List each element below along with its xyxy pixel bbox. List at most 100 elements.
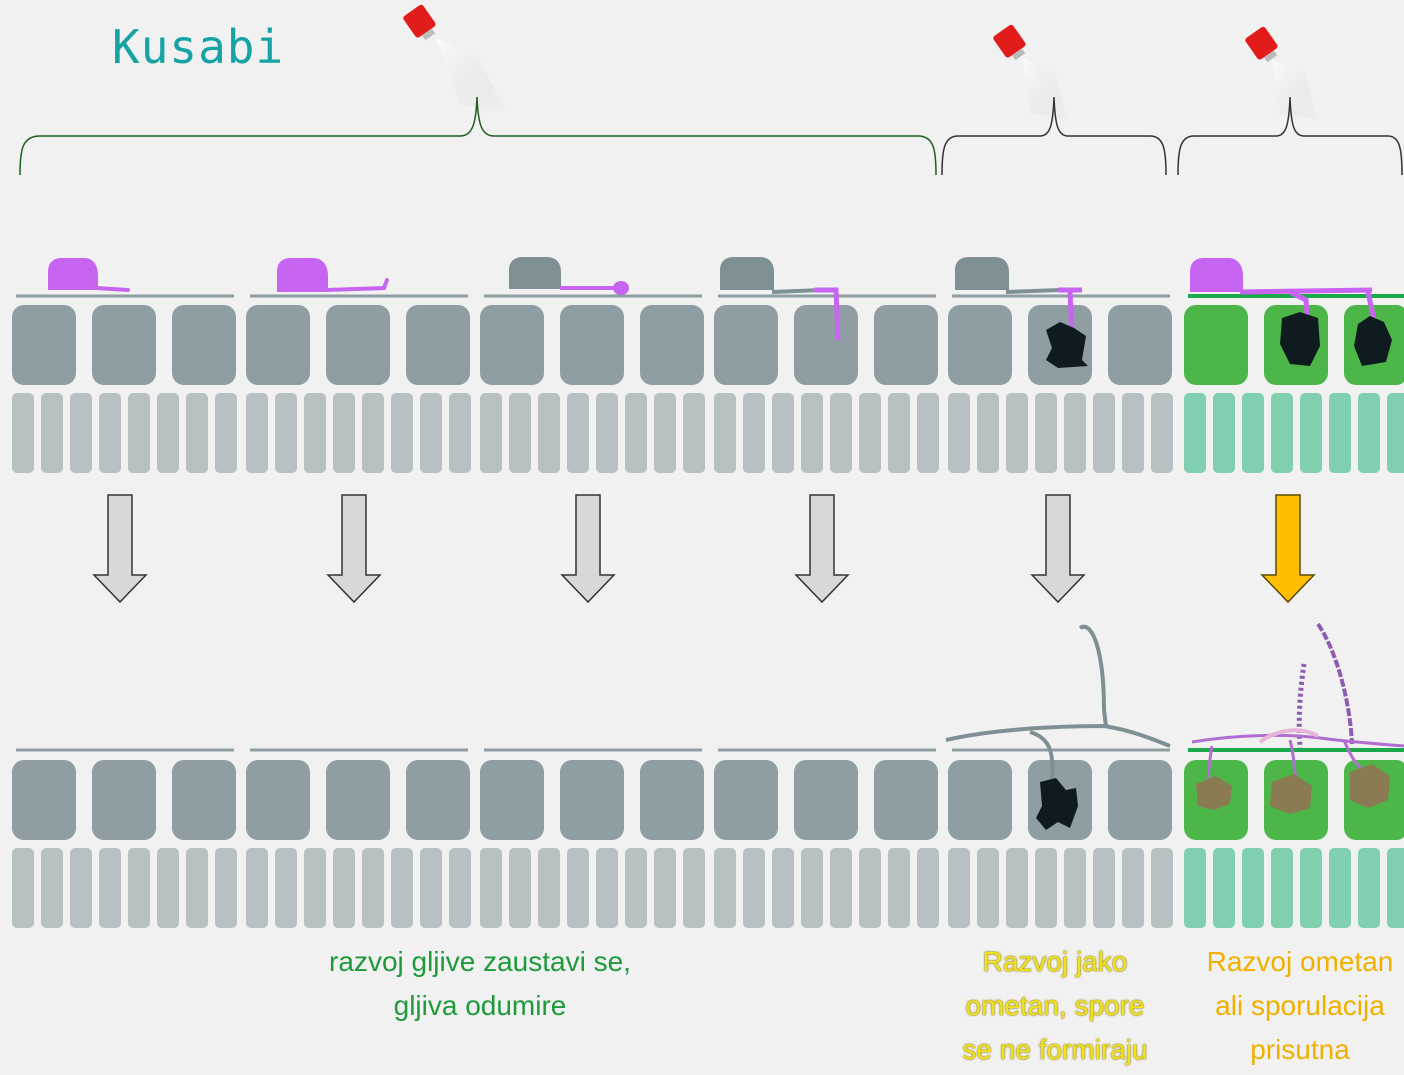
epidermal-cell	[12, 305, 76, 385]
mesophyll-cell	[917, 393, 939, 473]
mesophyll-cell	[917, 848, 939, 928]
mesophyll-cell	[1006, 393, 1028, 473]
epidermal-cell	[640, 305, 704, 385]
leaf-tissue-panel	[714, 294, 939, 473]
mesophyll-cell	[1358, 848, 1380, 928]
mesophyll-cell	[1184, 393, 1206, 473]
lesion	[1036, 778, 1078, 830]
mesophyll-cell	[1151, 848, 1173, 928]
down-arrow-icon	[326, 494, 382, 604]
lesion	[1354, 316, 1392, 366]
mesophyll-cell	[683, 393, 705, 473]
leaf-tissue-panel	[246, 748, 471, 928]
mesophyll-cell	[654, 393, 676, 473]
epidermal-cell	[560, 305, 624, 385]
mesophyll-cell	[1184, 848, 1206, 928]
mesophyll-cell	[1213, 393, 1235, 473]
mesophyll-cell	[391, 848, 413, 928]
mesophyll-cell	[948, 393, 970, 473]
epidermal-cell	[794, 760, 858, 840]
mesophyll-cell	[186, 393, 208, 473]
mesophyll-cell	[449, 393, 471, 473]
mesophyll-cell	[538, 393, 560, 473]
mesophyll-cell	[246, 393, 268, 473]
mesophyll-cell	[743, 848, 765, 928]
mesophyll-cell	[70, 393, 92, 473]
leaf-tissue-panel	[480, 748, 705, 928]
mesophyll-cell	[596, 393, 618, 473]
mesophyll-cell	[830, 393, 852, 473]
mesophyll-cell	[509, 848, 531, 928]
caption-line: ali sporulacija	[1215, 990, 1385, 1021]
caption-line: gljiva odumire	[393, 990, 567, 1021]
mesophyll-cell	[1035, 848, 1057, 928]
mesophyll-cell	[215, 393, 237, 473]
down-arrow-icon	[794, 494, 850, 604]
fungus-spore-germinating	[48, 258, 130, 292]
mesophyll-cell	[1300, 393, 1322, 473]
epidermal-cell	[246, 760, 310, 840]
group-brace-late-curative	[1177, 96, 1403, 176]
mesophyll-cell	[304, 848, 326, 928]
mesophyll-cell	[1387, 848, 1404, 928]
epidermal-cell	[640, 760, 704, 840]
mesophyll-cell	[333, 848, 355, 928]
mesophyll-cell	[1329, 848, 1351, 928]
fungus-spore-established	[1190, 258, 1392, 366]
epidermal-cell	[92, 760, 156, 840]
mesophyll-cell	[391, 393, 413, 473]
mesophyll-cell	[275, 393, 297, 473]
sporulating-mycelium	[1191, 622, 1404, 814]
epidermal-cell	[326, 305, 390, 385]
leaf-tissue-panel	[1184, 294, 1404, 473]
kusabi-logo: Kusabi	[112, 20, 285, 74]
mesophyll-cell	[1122, 393, 1144, 473]
epidermal-cell	[12, 760, 76, 840]
epidermal-cell	[1184, 305, 1248, 385]
epidermal-cell	[714, 760, 778, 840]
mesophyll-cell	[567, 393, 589, 473]
leaf-tissue-panel	[714, 748, 939, 928]
caption-sporulation-present: Razvoj ometan ali sporulacija prisutna	[1180, 940, 1404, 1072]
mesophyll-cell	[888, 848, 910, 928]
mesophyll-cell	[480, 393, 502, 473]
mesophyll-cell	[12, 393, 34, 473]
mesophyll-cell	[948, 848, 970, 928]
epidermal-cell	[1108, 305, 1172, 385]
epidermal-cell	[172, 305, 236, 385]
spray-bottle-icon	[993, 24, 1026, 61]
lesion	[1280, 312, 1320, 366]
mesophyll-cell	[275, 848, 297, 928]
mesophyll-cell	[1006, 848, 1028, 928]
mesophyll-cell	[625, 848, 647, 928]
mesophyll-cell	[683, 848, 705, 928]
caption-line: prisutna	[1250, 1034, 1350, 1065]
mesophyll-cell	[12, 848, 34, 928]
mesophyll-cell	[714, 393, 736, 473]
mesophyll-cell	[1035, 393, 1057, 473]
mesophyll-cell	[1242, 848, 1264, 928]
caption-no-spores: Razvoj jako ometan, spore se ne formiraj…	[930, 940, 1180, 1072]
mesophyll-cell	[99, 848, 121, 928]
mesophyll-cell	[654, 848, 676, 928]
spray-mist	[1022, 58, 1068, 120]
spray-mist	[1272, 60, 1318, 120]
epidermal-cell	[794, 305, 858, 385]
mesophyll-cell	[1271, 848, 1293, 928]
mesophyll-cell	[157, 848, 179, 928]
mesophyll-cell	[1064, 393, 1086, 473]
epidermal-cell	[874, 305, 938, 385]
mesophyll-cell	[1271, 393, 1293, 473]
sporulation-mass	[1196, 776, 1232, 810]
mesophyll-cell	[304, 393, 326, 473]
mesophyll-cell	[215, 848, 237, 928]
fungus-spore-appressorium	[509, 257, 629, 295]
epidermal-cell	[406, 760, 470, 840]
mesophyll-cell	[801, 848, 823, 928]
mesophyll-cell	[362, 848, 384, 928]
spray-mist	[436, 38, 505, 110]
mesophyll-cell	[714, 848, 736, 928]
mesophyll-cell	[1358, 393, 1380, 473]
